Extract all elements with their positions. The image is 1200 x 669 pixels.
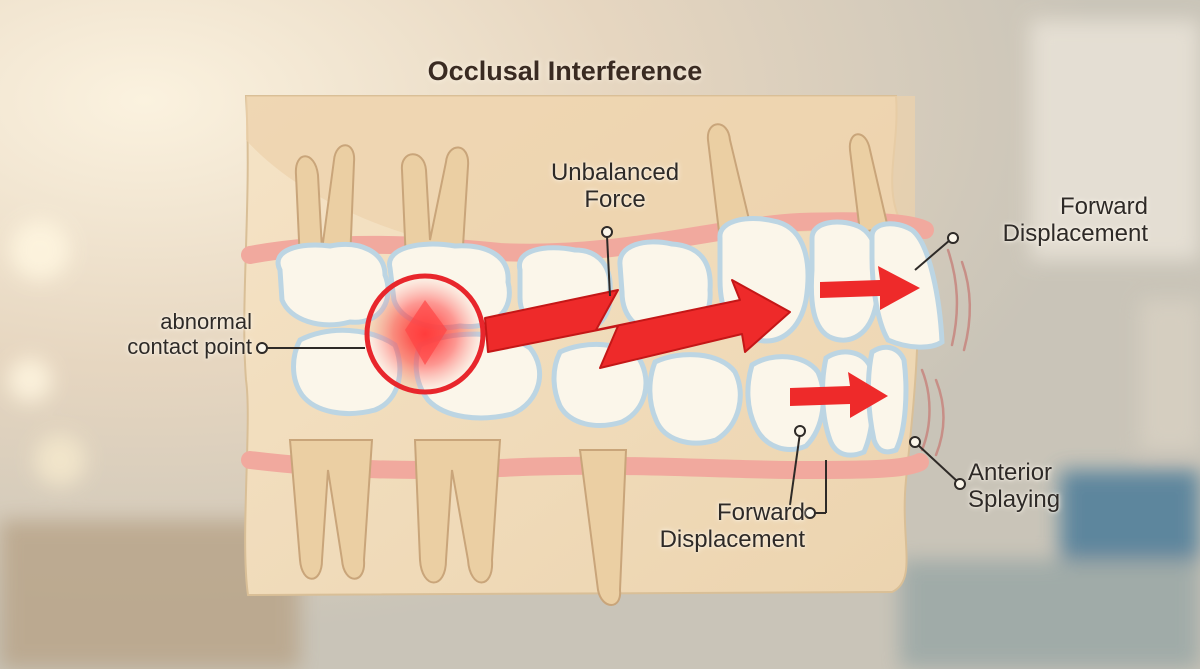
upper-roots [294, 123, 890, 263]
label-line: abnormal [160, 309, 252, 334]
label-line: Force [584, 185, 646, 213]
unbalanced-force-arrow [484, 279, 791, 369]
label-line: contact point [127, 333, 252, 359]
label-abnormal-contact-point: abnormal contact point [84, 309, 252, 359]
splaying-lines [920, 248, 971, 457]
label-forward-displacement-upper: Forward Displacement [968, 193, 1148, 248]
label-line: Displacement [1002, 219, 1148, 247]
diagram-title: Occlusal Interference [427, 56, 703, 86]
label-line: Displacement [659, 525, 805, 553]
label-forward-displacement-lower: Forward Displacement [640, 499, 805, 554]
label-line: Unbalanced [550, 159, 680, 186]
leader-dots [256, 226, 966, 519]
lower-roots [288, 439, 628, 606]
label-line: Forward [1059, 193, 1148, 220]
forward-displacement-arrows [790, 266, 920, 418]
label-line: Anterior [968, 459, 1053, 486]
label-line: Splaying [968, 485, 1061, 513]
abnormal-contact-marker [364, 273, 486, 395]
label-anterior-splaying: Anterior Splaying [968, 459, 1108, 514]
label-line: Forward [716, 499, 805, 526]
label-unbalanced-force: Unbalanced Force [530, 159, 700, 214]
leader-lines [266, 235, 959, 514]
